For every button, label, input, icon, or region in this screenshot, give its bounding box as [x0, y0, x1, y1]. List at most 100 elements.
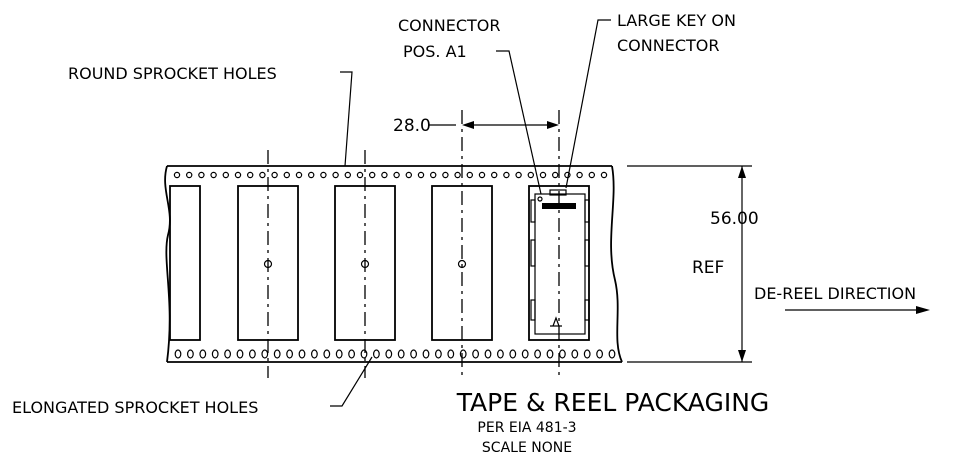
elongated-sprocket-hole — [410, 349, 418, 359]
round-sprocket-hole — [503, 171, 510, 179]
elongated-sprocket-hole — [211, 349, 219, 359]
callout-elongated-holes: ELONGATED SPROCKET HOLES — [12, 356, 373, 417]
center-lines — [267, 110, 560, 378]
round-sprocket-hole — [198, 171, 205, 179]
callout-round-holes: ROUND SPROCKET HOLES — [68, 64, 353, 167]
direction-label: DE-REEL DIRECTION — [754, 284, 916, 303]
elongated-sprocket-hole — [608, 349, 616, 359]
elongated-sprocket-holes — [174, 349, 616, 359]
round-sprocket-hole — [552, 171, 559, 179]
round-sprocket-hole — [234, 171, 242, 179]
pocket-3 — [431, 185, 493, 341]
elongated-sprocket-hole — [497, 349, 504, 359]
round-sprocket-hole — [430, 171, 437, 179]
elongated-holes-label: ELONGATED SPROCKET HOLES — [12, 398, 258, 417]
round-sprocket-hole — [381, 171, 388, 179]
large-key — [549, 189, 567, 196]
title-main: TAPE & REEL PACKAGING — [456, 388, 770, 417]
callout-connector-a1: CONNECTOR POS. A1 — [398, 16, 542, 195]
round-sprocket-hole — [283, 171, 290, 179]
de-reel-direction: DE-REEL DIRECTION — [754, 284, 930, 314]
elongated-sprocket-hole — [583, 349, 591, 359]
pin-a1-marker — [537, 196, 543, 202]
elongated-sprocket-hole — [559, 349, 566, 359]
pitch-dimension: 28.0 — [393, 116, 559, 136]
title-block: TAPE & REEL PACKAGING PER EIA 481-3 SCAL… — [456, 388, 770, 456]
callout-large-key: LARGE KEY ON CONNECTOR — [565, 11, 736, 189]
elongated-sprocket-hole — [348, 349, 356, 359]
round-sprocket-hole — [576, 171, 583, 179]
title-standard: PER EIA 481-3 — [477, 420, 576, 436]
elongated-sprocket-hole — [571, 349, 579, 359]
round-sprocket-hole — [308, 171, 315, 179]
round-sprocket-hole — [185, 171, 193, 179]
round-sprocket-hole — [405, 171, 412, 179]
elongated-sprocket-hole — [311, 349, 318, 359]
round-sprocket-hole — [222, 171, 229, 179]
round-sprocket-hole — [478, 171, 486, 179]
round-sprocket-hole — [417, 171, 425, 179]
elongated-sprocket-hole — [459, 349, 467, 359]
round-sprocket-hole — [369, 171, 376, 179]
round-sprocket-hole — [539, 171, 547, 179]
elongated-sprocket-hole — [546, 349, 554, 359]
elongated-sprocket-hole — [484, 349, 492, 359]
round-sprocket-hole — [259, 171, 266, 179]
round-sprocket-hole — [246, 171, 254, 179]
elongated-sprocket-hole — [248, 349, 256, 359]
elongated-sprocket-hole — [186, 349, 194, 359]
elongated-sprocket-hole — [596, 349, 603, 359]
elongated-sprocket-hole — [385, 349, 393, 359]
elongated-sprocket-hole — [273, 349, 281, 359]
elongated-sprocket-hole — [323, 349, 331, 359]
pocket-partial — [169, 185, 201, 341]
round-sprocket-hole — [515, 171, 522, 179]
round-sprocket-hole — [466, 171, 473, 179]
pocket-with-connector — [528, 185, 590, 341]
round-sprocket-hole — [332, 171, 339, 179]
width-value: 56.00 — [710, 209, 759, 229]
round-sprocket-hole — [356, 171, 364, 179]
large-key-label-2: CONNECTOR — [617, 36, 719, 55]
elongated-sprocket-hole — [360, 349, 368, 359]
tape-strip — [164, 165, 623, 363]
elongated-sprocket-hole — [472, 349, 480, 359]
elongated-sprocket-hole — [286, 349, 294, 359]
width-ref: REF — [692, 258, 724, 278]
title-scale: SCALE NONE — [482, 440, 572, 456]
elongated-sprocket-hole — [224, 349, 232, 359]
round-sprocket-hole — [271, 171, 278, 179]
round-sprocket-hole — [454, 171, 461, 179]
round-sprocket-hole — [295, 171, 303, 179]
round-sprocket-hole — [393, 171, 400, 179]
elongated-sprocket-hole — [261, 349, 269, 359]
elongated-sprocket-hole — [236, 349, 244, 359]
pitch-value: 28.0 — [393, 116, 431, 136]
round-sprocket-hole — [173, 171, 181, 179]
round-sprocket-hole — [210, 171, 217, 179]
width-dimension: 56.00 REF — [627, 165, 759, 363]
elongated-sprocket-hole — [199, 349, 207, 359]
elongated-sprocket-hole — [521, 349, 529, 359]
round-sprocket-hole — [344, 171, 351, 179]
elongated-sprocket-hole — [373, 349, 380, 359]
elongated-sprocket-hole — [335, 349, 343, 359]
elongated-sprocket-hole — [422, 349, 430, 359]
connector-label-1: CONNECTOR — [398, 16, 500, 35]
large-key-label-1: LARGE KEY ON — [617, 11, 736, 30]
elongated-sprocket-hole — [174, 349, 182, 359]
round-sprocket-hole — [442, 171, 449, 179]
elongated-sprocket-hole — [534, 349, 541, 359]
elongated-sprocket-hole — [397, 349, 405, 359]
elongated-sprocket-hole — [435, 349, 442, 359]
round-sprocket-hole — [491, 171, 498, 179]
round-sprocket-hole — [527, 171, 535, 179]
round-sprocket-hole — [588, 171, 596, 179]
round-sprocket-hole — [320, 171, 327, 179]
connector-label-2: POS. A1 — [403, 42, 467, 61]
round-sprocket-holes — [173, 171, 608, 179]
elongated-sprocket-hole — [447, 349, 455, 359]
round-holes-label: ROUND SPROCKET HOLES — [68, 64, 277, 83]
connector-marking — [542, 203, 576, 209]
